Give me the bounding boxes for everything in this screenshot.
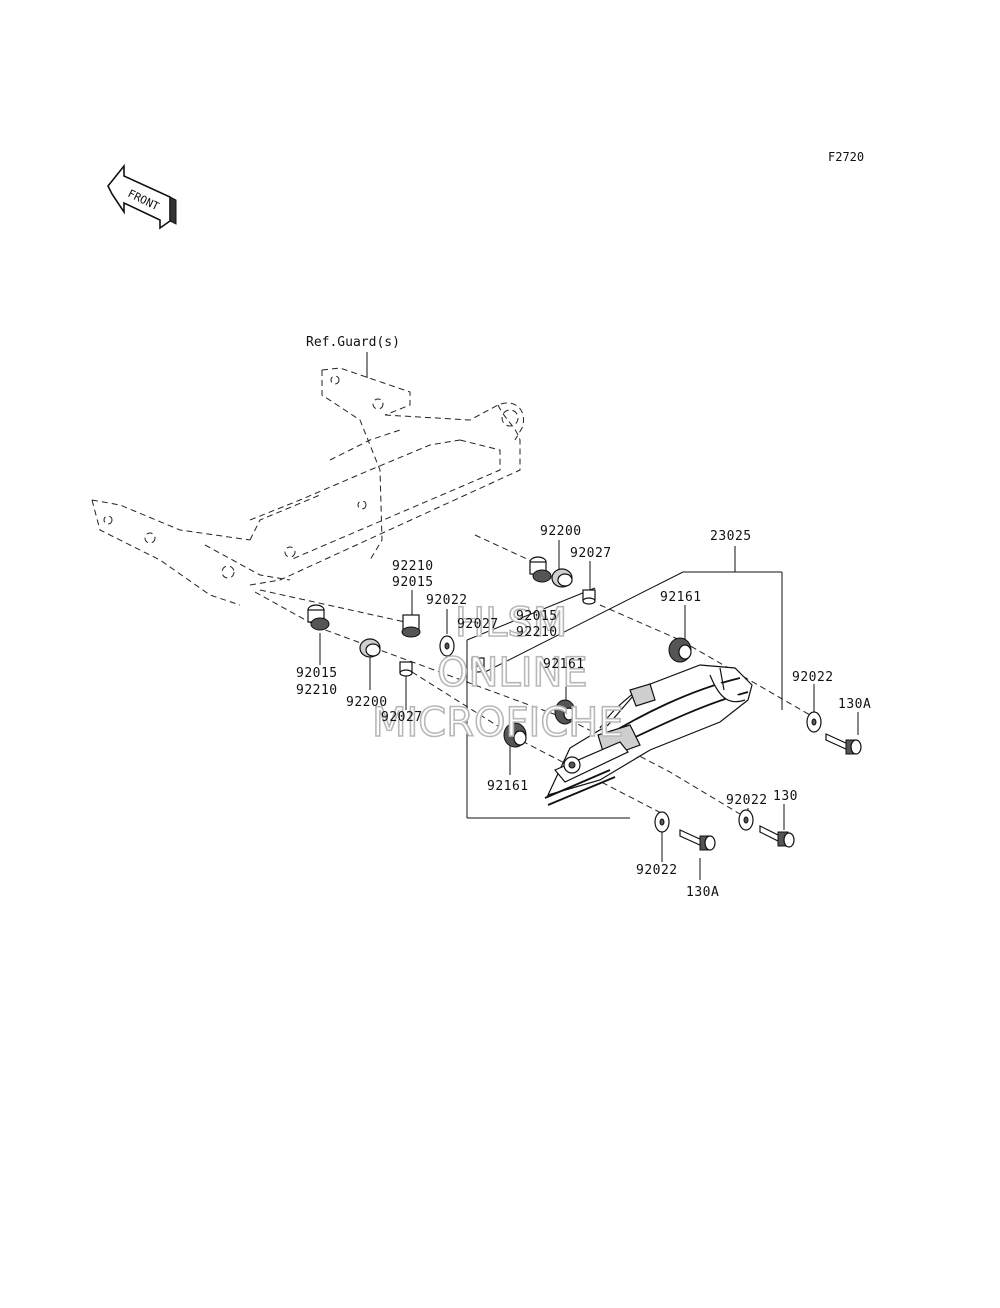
bolt-130a-right — [825, 733, 862, 755]
pin-bottom — [399, 661, 413, 677]
pin-top — [582, 589, 596, 605]
label-92210-bottom: 92210 — [296, 683, 338, 698]
figure-id: F2720 — [828, 150, 864, 164]
watermark-line1: HLSM — [455, 600, 567, 646]
label-92161-mid: 92161 — [543, 657, 585, 672]
label-92022-bottom: 92022 — [636, 863, 678, 878]
collar-top — [529, 556, 552, 583]
collar-left — [401, 614, 421, 638]
part-labels: 92200 92027 23025 92210 92015 92022 9202… — [296, 524, 871, 900]
washer-lower — [738, 809, 754, 831]
watermark: HLSM ONLINE MICROFICHE — [371, 599, 624, 747]
label-92015-bottom: 92015 — [296, 666, 338, 681]
guard-frame — [91, 367, 524, 606]
front-arrow-icon: FRONT — [107, 163, 177, 230]
bolt-130 — [759, 825, 795, 848]
label-92210-left: 92210 — [392, 559, 434, 574]
label-130a-right: 130A — [838, 697, 871, 712]
watermark-line2: ONLINE — [437, 650, 588, 696]
label-92022-right: 92022 — [792, 670, 834, 685]
collar-bottom — [307, 604, 330, 631]
label-23025: 23025 — [710, 529, 752, 544]
label-92210-mid: 92210 — [516, 625, 558, 640]
label-130a-bottom: 130A — [686, 885, 719, 900]
label-130: 130 — [773, 789, 798, 804]
label-92015-left: 92015 — [392, 575, 434, 590]
hardware — [307, 556, 862, 851]
label-92161-bottom: 92161 — [487, 779, 529, 794]
label-92200-top: 92200 — [540, 524, 582, 539]
label-92027-top: 92027 — [570, 546, 612, 561]
washer-bottom — [654, 811, 670, 833]
label-92022-mid: 92022 — [426, 593, 468, 608]
label-92022-lower: 92022 — [726, 793, 768, 808]
grommet-bottom — [503, 722, 527, 748]
spacer-top — [551, 568, 573, 588]
bolt-130a-bottom — [679, 829, 716, 851]
label-92015-mid: 92015 — [516, 609, 558, 624]
grommet-mid — [554, 699, 576, 725]
assembly-bracket — [466, 546, 783, 819]
reference-label: Ref.Guard(s) — [306, 335, 400, 350]
label-92200-bottom: 92200 — [346, 695, 388, 710]
washer-mid — [439, 635, 455, 657]
spacer-bottom — [359, 638, 381, 658]
label-92027-bottom: 92027 — [381, 710, 423, 725]
washer-right — [806, 711, 822, 733]
watermark-line3: MICROFICHE — [372, 700, 624, 746]
grommet-right — [668, 637, 692, 663]
label-92027-mid: 92027 — [457, 617, 499, 632]
tail-light-assembly — [544, 664, 753, 806]
pin-mid — [471, 657, 485, 673]
label-92161-right: 92161 — [660, 590, 702, 605]
